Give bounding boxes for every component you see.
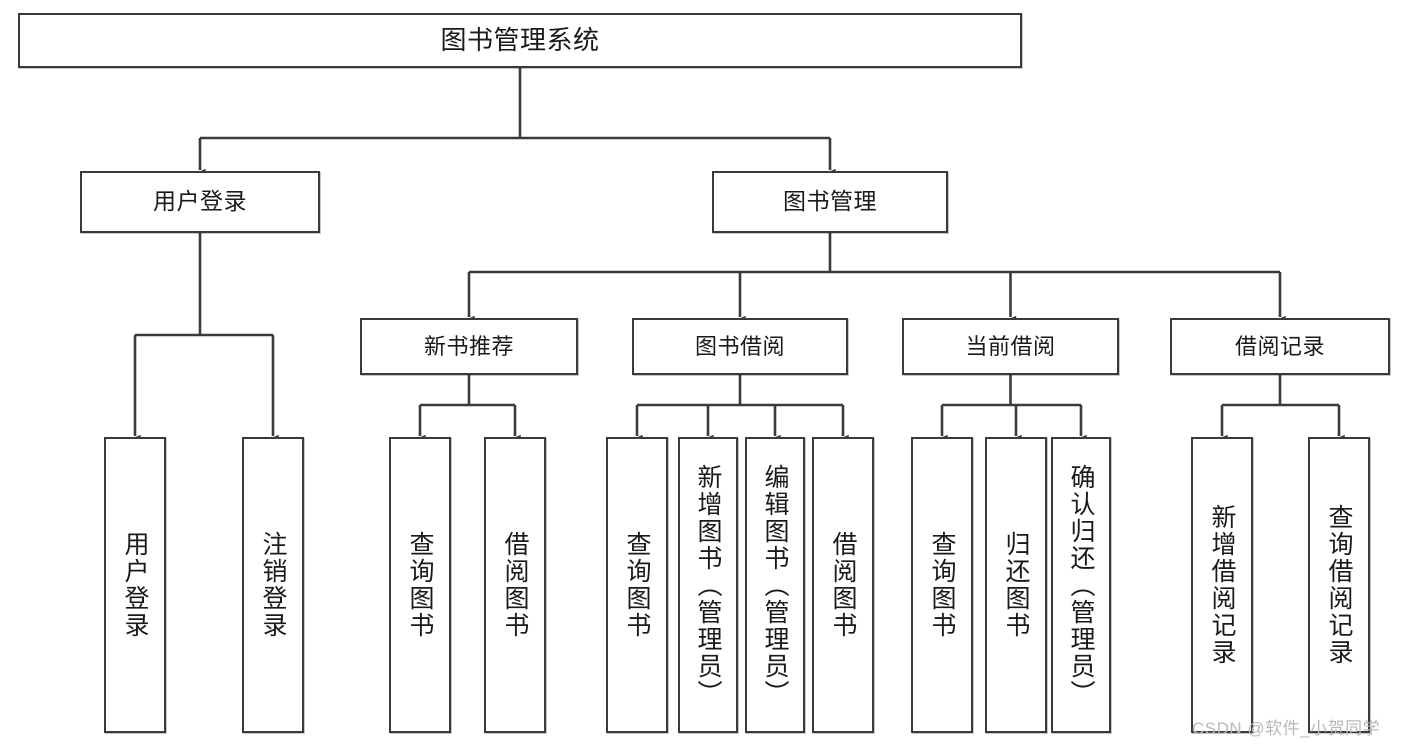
node-borrow-record-label: 借阅记录	[1234, 333, 1325, 359]
node-new-book-recommend-label: 新书推荐	[423, 333, 514, 359]
node-leaf-add-record[interactable]: 新增借阅记录	[1191, 437, 1253, 733]
node-book-manage[interactable]: 图书管理	[712, 171, 948, 233]
node-leaf-return-book-label: 归还图书	[1002, 531, 1030, 639]
csdn-watermark: CSDN @软件_小贺同学	[1192, 719, 1381, 738]
node-leaf-confirm-return-label: 确认归还（管理员）	[1067, 463, 1095, 707]
node-leaf-user-login[interactable]: 用户登录	[104, 437, 166, 733]
node-current-borrow[interactable]: 当前借阅	[902, 318, 1119, 375]
node-book-manage-label: 图书管理	[783, 188, 877, 215]
node-user-login-label: 用户登录	[153, 188, 247, 215]
node-root-label: 图书管理系统	[440, 25, 600, 56]
node-leaf-query-book-1-label: 查询图书	[406, 531, 434, 639]
node-current-borrow-label: 当前借阅	[965, 333, 1056, 359]
node-leaf-query-book-3[interactable]: 查询图书	[911, 437, 973, 733]
node-leaf-query-record[interactable]: 查询借阅记录	[1308, 437, 1370, 733]
node-leaf-query-record-label: 查询借阅记录	[1325, 504, 1353, 666]
node-book-borrow[interactable]: 图书借阅	[632, 318, 848, 375]
node-user-login[interactable]: 用户登录	[80, 171, 320, 233]
node-leaf-borrow-book-2-label: 借阅图书	[829, 531, 857, 639]
node-leaf-query-book-1[interactable]: 查询图书	[389, 437, 451, 733]
node-book-borrow-label: 图书借阅	[694, 333, 785, 359]
node-leaf-borrow-book-2[interactable]: 借阅图书	[812, 437, 874, 733]
node-leaf-add-record-label: 新增借阅记录	[1208, 504, 1236, 666]
node-new-book-recommend[interactable]: 新书推荐	[360, 318, 578, 375]
node-leaf-borrow-book-1-label: 借阅图书	[501, 531, 529, 639]
node-leaf-add-book-label: 新增图书（管理员）	[694, 463, 722, 707]
node-leaf-query-book-2[interactable]: 查询图书	[606, 437, 668, 733]
node-leaf-logout-login-label: 注销登录	[259, 531, 287, 639]
node-leaf-query-book-2-label: 查询图书	[623, 531, 651, 639]
node-leaf-return-book[interactable]: 归还图书	[985, 437, 1047, 733]
node-leaf-query-book-3-label: 查询图书	[928, 531, 956, 639]
node-leaf-borrow-book-1[interactable]: 借阅图书	[484, 437, 546, 733]
node-leaf-confirm-return[interactable]: 确认归还（管理员）	[1051, 437, 1111, 733]
node-root[interactable]: 图书管理系统	[18, 13, 1022, 68]
node-leaf-add-book[interactable]: 新增图书（管理员）	[678, 437, 738, 733]
node-borrow-record[interactable]: 借阅记录	[1170, 318, 1390, 375]
node-leaf-edit-book-label: 编辑图书（管理员）	[761, 463, 789, 707]
node-leaf-edit-book[interactable]: 编辑图书（管理员）	[745, 437, 805, 733]
node-leaf-logout-login[interactable]: 注销登录	[242, 437, 304, 733]
node-leaf-user-login-label: 用户登录	[121, 531, 149, 639]
